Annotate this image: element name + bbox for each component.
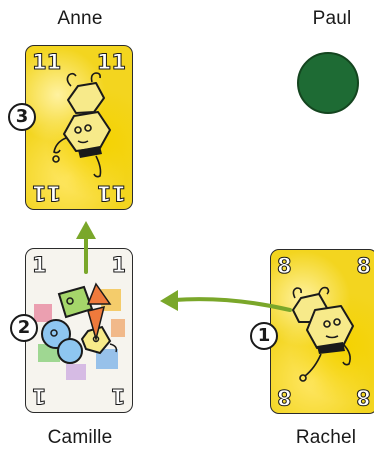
card-rachel[interactable]: 8 8 8 8	[270, 249, 374, 414]
card-value-bottom-right: 11	[96, 181, 126, 206]
player-name-anne: Anne	[57, 8, 103, 29]
arrow-head-left-icon	[160, 290, 178, 311]
card-camille[interactable]: 1 1 1 1	[25, 248, 133, 413]
card-value-bottom-left: 8	[277, 385, 293, 410]
card-value-bottom-left: 11	[32, 181, 62, 206]
player-name-paul: Paul	[312, 8, 352, 29]
play-order-badge-camille: 2	[10, 314, 38, 342]
green-token[interactable]	[297, 52, 359, 114]
hexagon-creature-icon	[292, 286, 354, 382]
player-name-camille: Camille	[47, 427, 113, 448]
card-value-top-left: 1	[32, 253, 48, 277]
arrow-head-up-icon	[76, 221, 96, 239]
play-order-badge-anne: 3	[8, 103, 36, 131]
card-value-top-left: 8	[277, 254, 293, 278]
player-name-rachel: Rachel	[295, 427, 357, 448]
mixed-creature-icon	[34, 282, 125, 380]
card-value-top-right: 1	[111, 253, 127, 277]
card-value-top-right: 11	[96, 50, 126, 74]
card-value-top-left: 11	[31, 50, 62, 74]
play-order-badge-rachel: 1	[250, 322, 278, 350]
card-value-bottom-left: 1	[32, 384, 48, 409]
hexagon-creature-icon	[52, 72, 111, 178]
card-value-bottom-right: 8	[356, 385, 372, 410]
card-value-top-right: 8	[356, 254, 372, 278]
card-anne[interactable]: 11 11 11 11	[25, 45, 133, 210]
card-value-bottom-right: 1	[111, 384, 127, 409]
